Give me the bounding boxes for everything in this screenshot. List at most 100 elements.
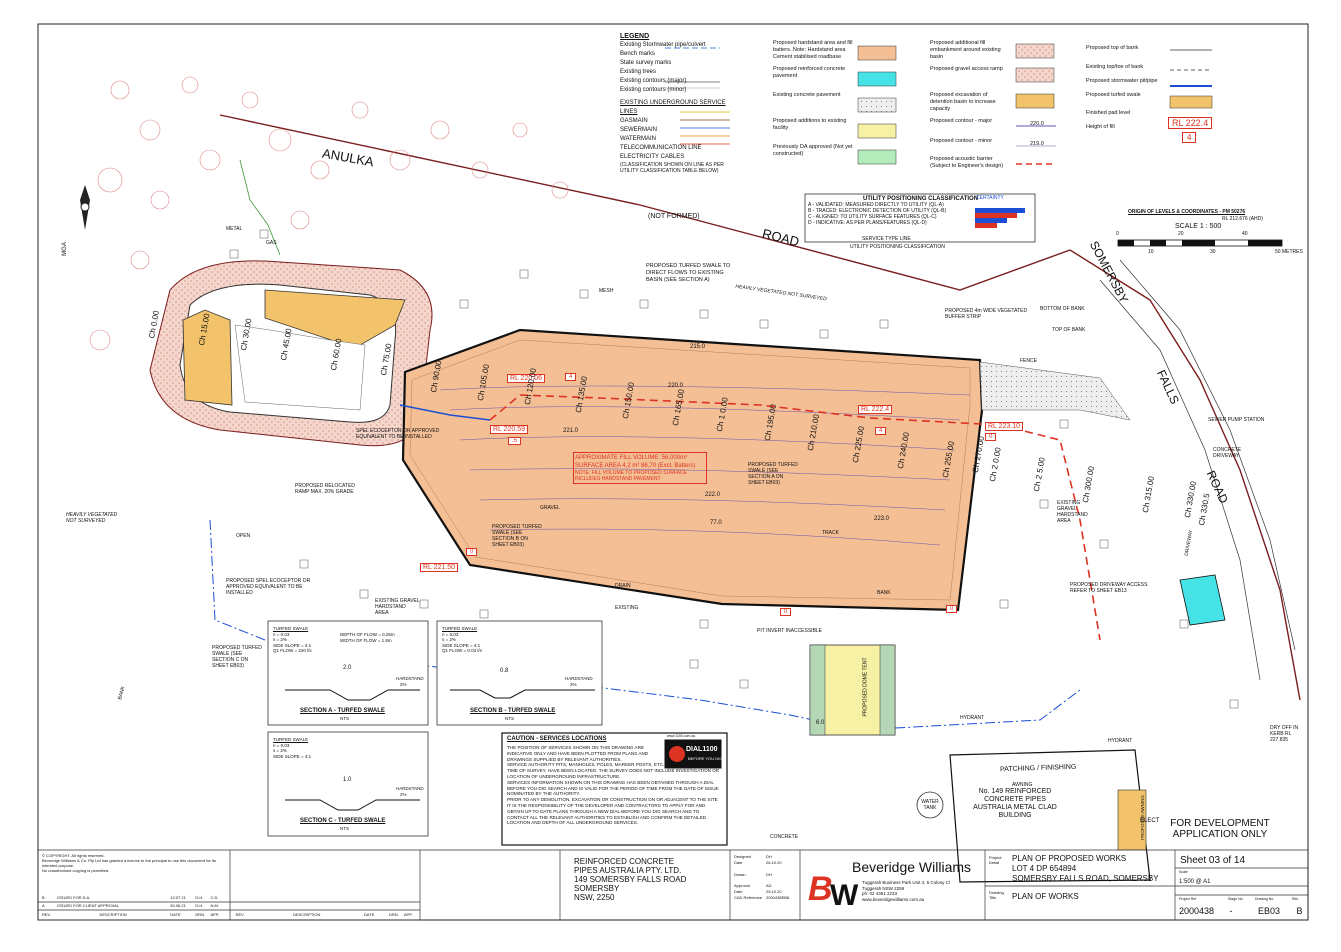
road-edge — [1119, 259, 1296, 651]
service-item: SEWERMAIN — [620, 127, 658, 133]
legend-item: Previously DA approved (Not yet construc… — [773, 144, 853, 157]
vegetated-label: HEAVILY VEGETATED NOT SURVEYED — [735, 283, 827, 303]
legend-item: Proposed excavation of detention basin t… — [930, 92, 996, 112]
fill-height-label: .5 — [508, 437, 522, 445]
section-param: SIDE SLOPE = 4:1 — [442, 642, 481, 648]
legend-item: Existing contours (minor) — [620, 87, 687, 93]
rev-code: B — [42, 895, 45, 900]
meta-value: DH — [766, 871, 772, 877]
legend-title: LEGEND — [620, 33, 650, 40]
scale-bar — [1117, 239, 1283, 247]
swatch-ramp — [1015, 67, 1055, 83]
road-boundary — [219, 114, 1071, 291]
meta-value: AD — [766, 883, 772, 889]
ref-label: Rev. — [1291, 897, 1299, 901]
legend-area — [612, 32, 1242, 182]
misc-label: OPEN — [236, 533, 251, 539]
ref-label: Drawing No. — [1254, 897, 1275, 901]
chainage-label: Ch 210.00 — [805, 413, 822, 452]
chainage-label: Ch 270.00 — [970, 435, 987, 474]
legend-item: Existing top/toe of bank — [1086, 64, 1144, 70]
section-nts: NTS — [505, 716, 514, 721]
pad-level-sample: RL 222.4 — [1168, 117, 1213, 129]
client-block: REINFORCED CONCRETE PIPES AUSTRALIA PTY.… — [574, 857, 686, 902]
services-title: EXISTING UNDERGROUND SERVICE LINES — [620, 100, 726, 115]
legend-item: Proposed additions to existing facility — [773, 118, 847, 131]
title-block-grid — [38, 849, 1308, 921]
chainage-label: Ch 30.00 — [238, 317, 254, 352]
misc-label: EXISTING GRAVEL HARDSTAND AREA — [375, 598, 420, 616]
section-param: n = 0.03 — [273, 631, 290, 637]
legend-item: Proposed top of bank — [1086, 45, 1139, 51]
rev-desc: ISSUED FOR CLIENT APPROVAL — [57, 903, 119, 908]
caution-item: PRIOR TO ANY DEMOLITION, EXCAVATION OR C… — [507, 797, 718, 826]
road-label-road: ROAD — [760, 225, 801, 250]
drawing-label: Drawing Title — [989, 890, 1004, 900]
caution-item: SERVICES INFORMATION SHOWN ON THIS DRAWI… — [507, 779, 719, 797]
caution-item: THE POSITION OF SERVICES SHOWN ON THIS D… — [507, 745, 649, 762]
misc-label: TRACK — [822, 530, 839, 536]
misc-label: EXISTING GRAVEL HARDSTAND AREA — [1057, 500, 1088, 524]
chainage-label: Ch 195.00 — [762, 403, 779, 442]
legend-item: Finished pad level — [1086, 110, 1131, 116]
sheet-number: Sheet 03 of 14 — [1180, 855, 1246, 866]
chainage-label: Ch 150.00 — [620, 381, 637, 420]
swatch-swale — [1169, 95, 1213, 109]
ref-label: Project Ref — [1179, 897, 1197, 901]
chainage-label: Ch 165.00 — [670, 388, 687, 427]
section-b-profile — [450, 689, 595, 699]
svg-text:W: W — [830, 879, 859, 912]
meta-key: Drawn — [734, 871, 746, 877]
misc-label: GRAVEL — [540, 505, 560, 511]
top-of-bank-label: TOP OF BANK — [1052, 327, 1086, 333]
section-hardstand: HARDSTAND — [396, 676, 424, 681]
legend-item: Proposed gravel access ramp — [930, 66, 1003, 72]
rev-code: A — [42, 903, 45, 908]
section-pct: 2% — [400, 682, 407, 687]
svg-text:B: B — [808, 870, 833, 908]
contour-label: 223.0 — [874, 516, 890, 522]
client-line: NSW, 2250 — [574, 893, 615, 902]
client-line: SOMERSBY — [574, 884, 620, 893]
chainage-label: Ch 330.00 — [1182, 480, 1199, 519]
section-param: s = 2% — [442, 637, 456, 642]
section-nts: NTS — [340, 826, 349, 831]
not-formed-label: (NOT FORMED) — [648, 213, 700, 220]
section-width: 0.8 — [500, 668, 509, 674]
scale-label: SCALE 1 : 500 — [1175, 223, 1222, 230]
ref-labels: Project Ref Stage No. Drawing No. Rev. — [1179, 897, 1307, 901]
misc-label: BANK — [877, 590, 891, 596]
dial-logo-circle — [669, 746, 685, 762]
rev-header: APP. — [403, 912, 413, 917]
section-pct: 2% — [400, 792, 407, 797]
proposed-awning-label: PROPOSED AWNING — [1139, 795, 1145, 840]
scale-title-label: Scale — [1179, 870, 1188, 874]
proposed-pipe — [399, 404, 491, 421]
scale-tick: 10 — [1148, 249, 1154, 255]
chainage-label: Ch 45.00 — [278, 327, 294, 362]
swatch-embankment — [1015, 43, 1055, 59]
rev-header: REV — [42, 912, 51, 917]
rev-header: DESCRIPTION — [293, 912, 321, 917]
legend-item: State survey marks — [620, 60, 672, 66]
revision-headers: REV DESCRIPTION DATE DRN. APP. REV DESCR… — [42, 912, 422, 917]
water-tank — [916, 791, 944, 819]
chainage-label: Ch 90.00 — [428, 359, 444, 394]
chainage-label: Ch 315.00 — [1140, 475, 1157, 514]
meta-key: Approval — [734, 883, 750, 889]
building-label: No. 149 REINFORCED CONCRETE PIPES AUSTRA… — [973, 788, 1057, 819]
rev-date: 30.06.21 — [170, 903, 186, 908]
misc-label: DRIVEWAY — [1183, 529, 1195, 557]
chainage-label: Ch 0.00 — [147, 309, 161, 340]
misc-label: AWNING — [1012, 782, 1033, 788]
revision-row-b: B ISSUED FOR D.A. 13.07.21 D.H. C.D. — [42, 895, 230, 900]
meta-value: 29.10.20 — [766, 889, 782, 895]
road-edge-2 — [1099, 279, 1261, 681]
client-line: 149 SOMERSBY FALLS ROAD — [574, 875, 687, 884]
road-label-falls: FALLS — [1154, 367, 1182, 407]
meta-value: 2000438EB8 — [766, 894, 790, 900]
fence-label: FENCE — [1020, 358, 1037, 364]
spel-note-2: PROPOSED SPEL ECOCEPTOR OR APPROVED EQUI… — [226, 578, 311, 596]
misc-label: HYDRANT — [960, 715, 985, 721]
